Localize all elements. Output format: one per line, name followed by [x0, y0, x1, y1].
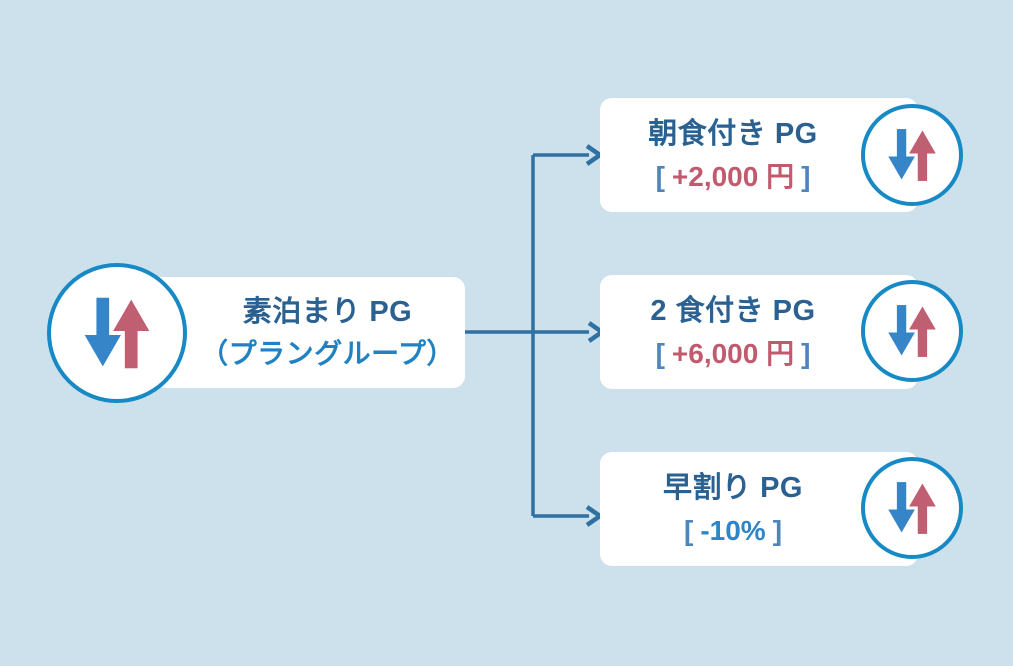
down-up-arrows-icon — [888, 482, 936, 534]
bracket-open: [ — [655, 160, 665, 192]
child-title: 早割り PG — [663, 471, 803, 504]
root-subtitle: （プラングループ） — [200, 337, 455, 369]
down-up-arrows-icon — [888, 129, 936, 181]
down-up-arrows-icon — [888, 305, 936, 357]
breakfast-price-updown-badge — [861, 104, 963, 206]
price-value: +2,000 円 — [671, 160, 795, 192]
price-value: -10% — [700, 514, 766, 546]
root-price-updown-badge — [47, 263, 187, 403]
root-title: 素泊まり PG — [242, 295, 413, 328]
child-price: [-10%] — [677, 509, 789, 552]
child-price: [+2,000 円] — [649, 155, 818, 198]
child-title: 朝食付き PG — [648, 117, 818, 150]
bracket-open: [ — [683, 514, 694, 546]
down-up-arrows-icon — [84, 297, 150, 369]
bracket-close: ] — [801, 337, 811, 369]
bracket-open: [ — [655, 337, 665, 369]
bracket-close: ] — [801, 160, 811, 192]
two-meals-price-updown-badge — [861, 280, 963, 382]
child-price: [+6,000 円] — [649, 332, 818, 375]
early-discount-price-updown-badge — [861, 457, 963, 559]
child-title: 2 食付き PG — [650, 294, 816, 327]
price-value: +6,000 円 — [671, 337, 795, 369]
bracket-close: ] — [772, 514, 783, 546]
node-two-meals-card: 2 食付き PG [+6,000 円] — [600, 275, 918, 389]
